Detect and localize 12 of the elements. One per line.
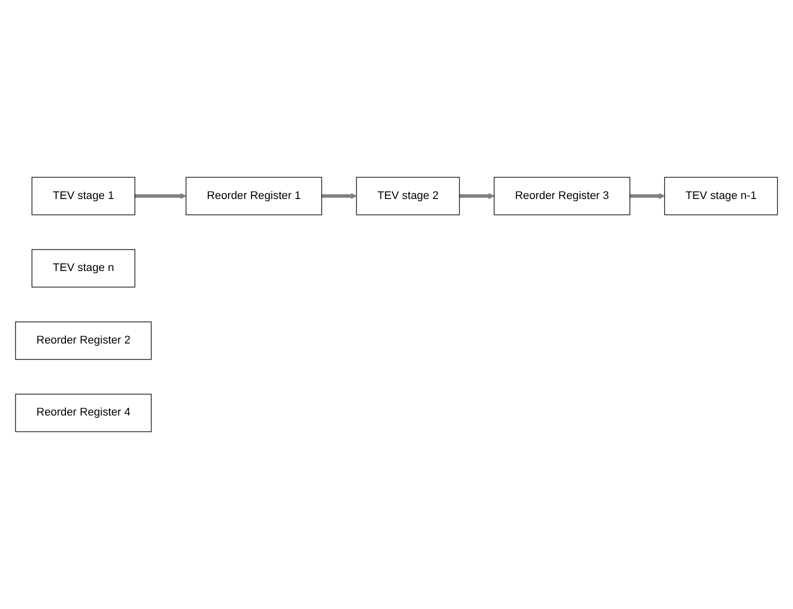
node-box: TEV stage n bbox=[32, 249, 136, 288]
node-box: TEV stage 1 bbox=[32, 176, 136, 216]
node-box: Reorder Register 4 bbox=[15, 394, 152, 432]
arrow bbox=[459, 192, 494, 200]
arrow bbox=[322, 192, 357, 200]
node-box: TEV stage 2 bbox=[356, 176, 460, 216]
node-box: Reorder Register 1 bbox=[186, 176, 322, 216]
node-box: TEV stage n-1 bbox=[664, 176, 778, 216]
arrow bbox=[630, 192, 665, 200]
arrow bbox=[134, 192, 186, 200]
node-box: Reorder Register 2 bbox=[15, 322, 152, 360]
node-box: Reorder Register 3 bbox=[494, 176, 630, 216]
